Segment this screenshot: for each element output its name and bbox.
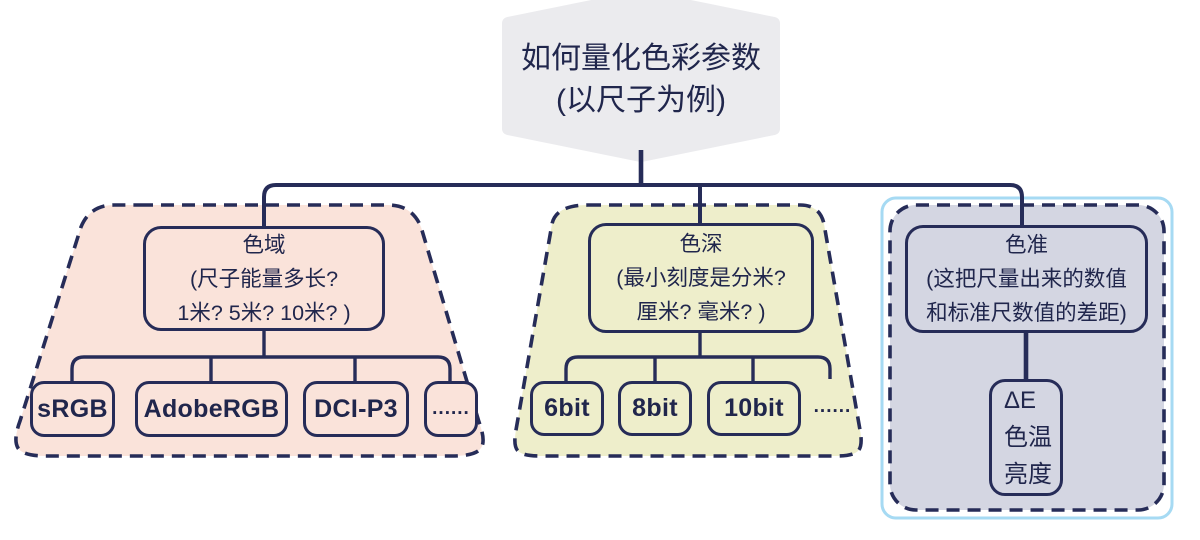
accuracy-selection-ring	[880, 196, 1174, 520]
child-label: AdobeRGB	[143, 394, 280, 423]
child-node-adobergb[interactable]: AdobeRGB	[135, 381, 288, 437]
depth-header-line-3: 厘米? 毫米? )	[636, 300, 766, 324]
child-label: DCI-P3	[314, 394, 398, 423]
child-node-6bit[interactable]: 6bit	[530, 381, 604, 436]
root-title-line-2: (以尺子为例)	[556, 84, 726, 117]
accuracy-header-line-3: 和标准尺数值的差距)	[926, 301, 1127, 325]
gamut-header-line-2: (尺子能量多长?	[189, 266, 339, 291]
root-node[interactable]: 如何量化色彩参数 (以尺子为例)	[490, 38, 792, 122]
accuracy-header-node[interactable]: 色准 (这把尺量出来的数值 和标准尺数值的差距)	[905, 225, 1148, 333]
child-node-gamut-more[interactable]: ......	[424, 381, 478, 437]
depth-header-line-1: 色深	[679, 232, 723, 256]
gamut-children-connector	[70, 355, 452, 382]
depth-more-ellipsis: ......	[813, 396, 852, 417]
child-node-dcip3[interactable]: DCI-P3	[303, 381, 409, 437]
accuracy-header-line-2: (这把尺量出来的数值	[926, 267, 1127, 291]
root-title-line-1: 如何量化色彩参数	[521, 42, 761, 75]
child-node-10bit[interactable]: 10bit	[707, 381, 801, 436]
depth-children-connector	[564, 355, 832, 382]
root-branch-connector	[262, 183, 1024, 228]
child-label: 8bit	[632, 394, 678, 422]
child-node-srgb[interactable]: sRGB	[30, 381, 115, 437]
child-label: 6bit	[544, 394, 590, 422]
gamut-header-node[interactable]: 色域 (尺子能量多长? 1米? 5米? 10米? )	[143, 226, 385, 331]
metric-brightness: 亮度	[1004, 461, 1052, 488]
accuracy-metrics-node[interactable]: ΔE 色温 亮度	[989, 379, 1063, 496]
child-node-8bit[interactable]: 8bit	[618, 381, 692, 436]
child-label: ......	[432, 398, 470, 419]
depth-header-node[interactable]: 色深 (最小刻度是分米? 厘米? 毫米? )	[588, 223, 814, 333]
gamut-header-line-3: 1米? 5米? 10米? )	[177, 300, 351, 325]
gamut-header-line-1: 色域	[242, 232, 286, 257]
metric-color-temp: 色温	[1004, 424, 1052, 451]
metric-delta-e: ΔE	[1004, 387, 1037, 414]
child-label: sRGB	[37, 394, 108, 423]
child-label: 10bit	[724, 394, 784, 422]
depth-header-line-2: (最小刻度是分米?	[616, 266, 786, 290]
accuracy-header-line-1: 色准	[1004, 233, 1048, 257]
